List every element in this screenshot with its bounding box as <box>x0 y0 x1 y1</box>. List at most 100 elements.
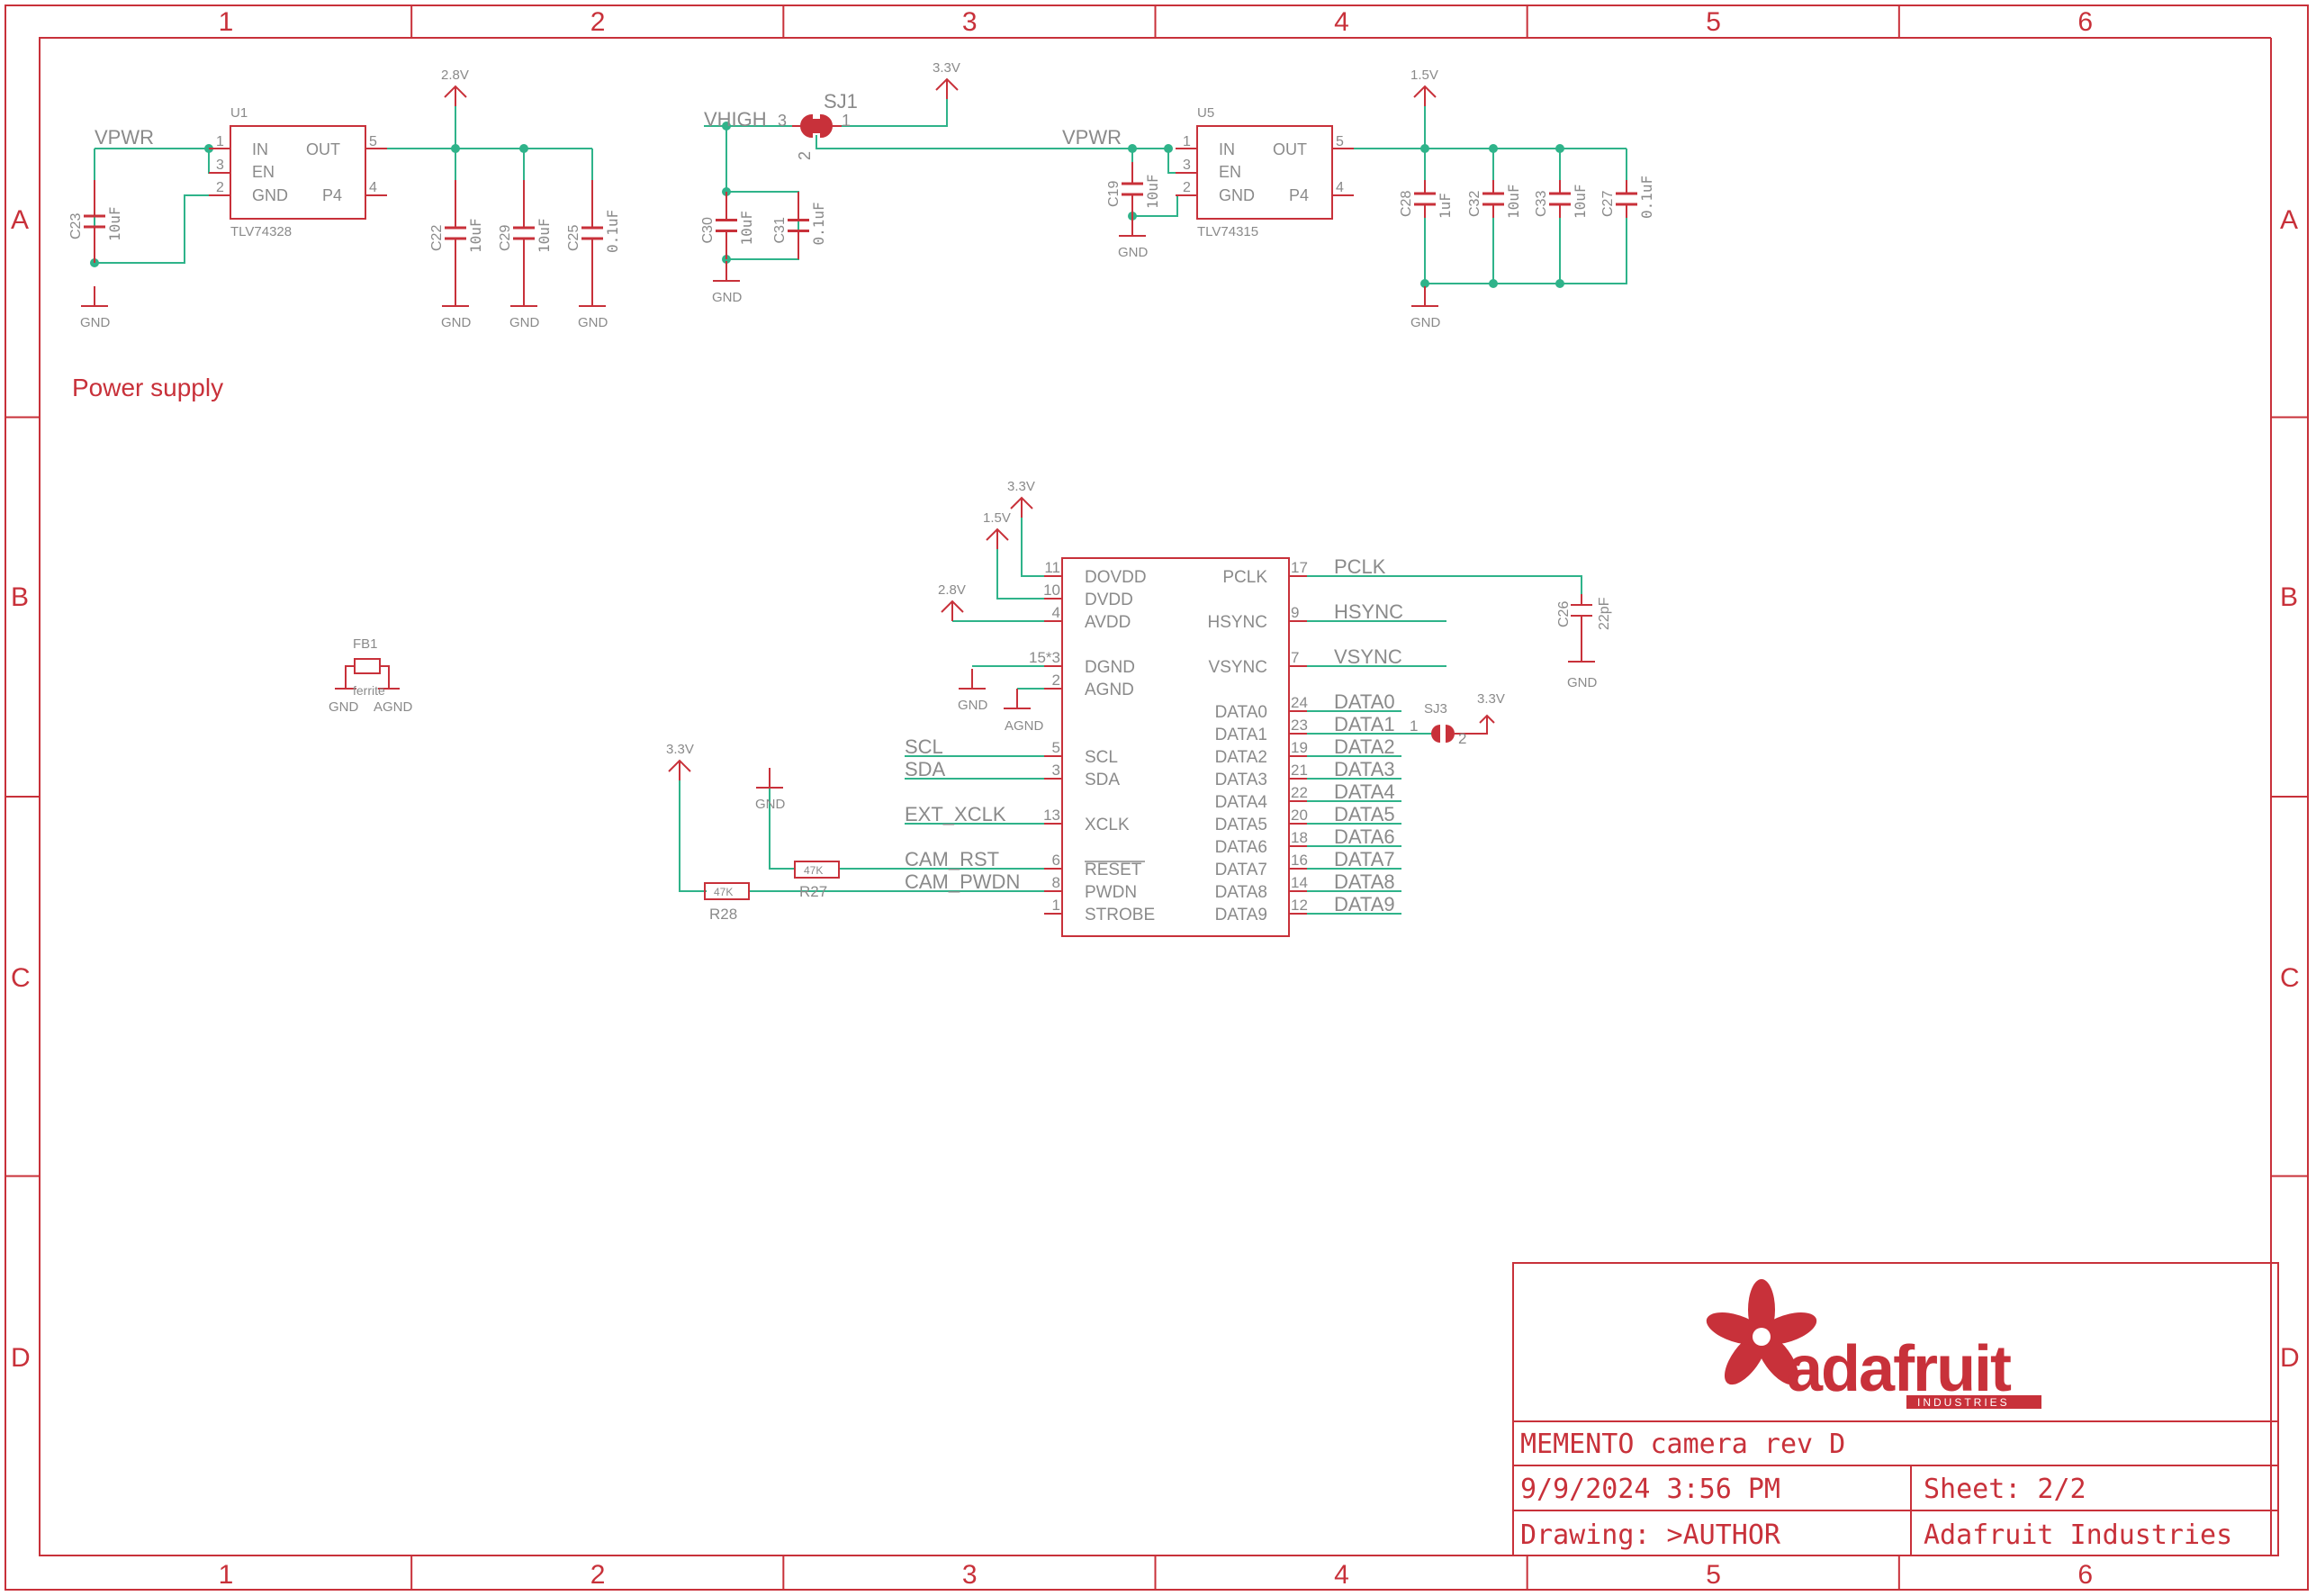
cam-pin-num-3: 3 <box>1052 762 1060 779</box>
c32-value: 10uF <box>1505 184 1522 219</box>
frame-row-right-0: A <box>2280 205 2298 235</box>
fb1-gnd-label: GND <box>329 699 359 715</box>
power-supply-note: Power supply <box>72 374 223 401</box>
c19-ref: C19 <box>1106 181 1122 207</box>
cam-pin-num-23: 23 <box>1291 717 1308 734</box>
gnd-c22: GND <box>441 315 472 330</box>
frame-row-left-3: D <box>11 1343 31 1373</box>
c31-value: 0.1uF <box>810 202 827 245</box>
cam-pin-num-24: 24 <box>1291 694 1308 711</box>
cam-net-data4: DATA4 <box>1334 780 1395 803</box>
cam-pin-num-8: 8 <box>1052 874 1060 891</box>
frame-col-bottom-4: 4 <box>1334 1560 1349 1590</box>
c27-ref: C27 <box>1600 191 1616 217</box>
u1-pin2-num: 2 <box>216 180 224 195</box>
c19-value: 10uF <box>1144 174 1161 209</box>
cam-net-vsync: VSYNC <box>1334 645 1402 668</box>
c30-ref: C30 <box>700 217 716 243</box>
r27-ref: R27 <box>799 883 827 900</box>
cam-pin-name-dgnd: DGND <box>1085 658 1135 677</box>
u5-pin-en: EN <box>1219 163 1241 181</box>
frame-col-top-2: 2 <box>590 7 606 37</box>
frame-col-top-4: 4 <box>1334 7 1349 37</box>
u1-ref: U1 <box>230 105 248 121</box>
u5-regulator: U5 TLV74315 VPWR 1 3 2 IN EN GND OUT P4 … <box>1062 105 1354 239</box>
cam-pin-num-20: 20 <box>1291 807 1308 824</box>
cam-pin-num-12: 12 <box>1291 897 1308 914</box>
cam-net-data1: DATA1 <box>1334 713 1395 735</box>
r28-value: 47K <box>714 886 733 898</box>
drawing-text: Drawing: >AUTHOR <box>1520 1519 1781 1551</box>
u5-pin-p4: P4 <box>1289 186 1309 204</box>
sj3-3v3-label: 3.3V <box>1477 691 1505 707</box>
c22-value: 10uF <box>467 218 484 253</box>
cam-pin-name-strobe: STROBE <box>1085 906 1155 924</box>
u1-pin-p4: P4 <box>322 186 342 204</box>
sj1-ref: SJ1 <box>824 90 858 113</box>
frame-col-bottom-1: 1 <box>219 1560 234 1590</box>
cam-pin-name-vsync: VSYNC <box>1209 658 1267 677</box>
cam-net-data0: DATA0 <box>1334 690 1395 713</box>
frame-col-bottom-2: 2 <box>590 1560 606 1590</box>
supply-2v8-cam: 2.8V <box>938 582 966 598</box>
cam-pin-name-data0: DATA0 <box>1215 703 1267 722</box>
cam-pin-name-pclk: PCLK <box>1222 568 1267 587</box>
cam-pin-name-data3: DATA3 <box>1215 771 1267 789</box>
sj3-ref: SJ3 <box>1424 701 1447 717</box>
fb1-value: ferrite <box>353 683 385 698</box>
frame-row-right-3: D <box>2280 1343 2300 1373</box>
u1-pin1-num: 1 <box>216 134 224 149</box>
u5-pin4-num: 4 <box>1336 180 1344 195</box>
cam-net-hsync: HSYNC <box>1334 600 1403 623</box>
fb1-ferrite-bead: FB1 ferrite GND AGND <box>329 636 413 715</box>
c23-ref: C23 <box>68 213 84 239</box>
cam-pin-name-reset: RESET <box>1085 861 1142 879</box>
cam-pin-name-data4: DATA4 <box>1215 793 1268 812</box>
frame-col-bottom-6: 6 <box>2077 1560 2093 1590</box>
cam-pin-name-data6: DATA6 <box>1215 838 1267 857</box>
cam-pin-num-11: 11 <box>1044 559 1060 576</box>
agnd-cam: AGND <box>1005 718 1044 734</box>
u5-pin3-num: 3 <box>1183 158 1191 173</box>
u5-input-net: VPWR <box>1062 126 1122 149</box>
cam-pin-name-data9: DATA9 <box>1215 906 1267 924</box>
fb1-agnd-label: AGND <box>374 699 413 715</box>
frame-col-bottom-3: 3 <box>962 1560 978 1590</box>
cam-pin-name-data8: DATA8 <box>1215 883 1267 902</box>
supply-1v5-u5: 1.5V <box>1410 68 1438 83</box>
cam-net-scl: SCL <box>905 735 943 758</box>
r27-resistor: 47K R27 <box>794 861 840 900</box>
cam-pin-num-1: 1 <box>1052 897 1060 914</box>
cam-net-data2: DATA2 <box>1334 735 1395 758</box>
supply-1v5-cam: 1.5V <box>983 510 1011 526</box>
u5-pin2-num: 2 <box>1183 180 1191 195</box>
cam-pin-num-21: 21 <box>1291 762 1308 779</box>
frame-col-bottom-5: 5 <box>1706 1560 1721 1590</box>
cam-pin-name-data5: DATA5 <box>1215 816 1267 834</box>
c25-ref: C25 <box>566 225 581 251</box>
sj3-pin1-num: 1 <box>1410 717 1418 735</box>
supply-3v3-cam: 3.3V <box>1007 479 1035 494</box>
r27-value: 47K <box>804 864 823 877</box>
cam-pin-num-18: 18 <box>1291 829 1308 846</box>
frame-row-left-2: C <box>11 963 31 993</box>
sj1-pin1-num: 1 <box>842 112 851 130</box>
c32-ref: C32 <box>1467 191 1482 217</box>
cam-pin-num-15*3: 15*3 <box>1029 649 1060 666</box>
c25-value: 0.1uF <box>604 210 621 253</box>
gnd-c30: GND <box>712 290 743 305</box>
cam-pin-name-dvdd: DVDD <box>1085 591 1133 609</box>
gnd-r27: GND <box>755 797 786 812</box>
title-block <box>1512 1262 2279 1556</box>
sj3-solder-jumper: SJ3 1 2 3.3V <box>1410 691 1505 747</box>
r28-resistor: 47K R28 <box>704 882 750 923</box>
cam-pin-num-10: 10 <box>1043 582 1060 599</box>
cam-pin-num-6: 6 <box>1052 852 1060 869</box>
c22-ref: C22 <box>429 225 445 251</box>
cam-pin-num-7: 7 <box>1291 649 1299 666</box>
supply-3v3-r28: 3.3V <box>666 742 694 757</box>
sj1-solder-jumper: VHIGH 3 SJ1 1 2 <box>704 90 858 160</box>
gnd-c29: GND <box>509 315 540 330</box>
